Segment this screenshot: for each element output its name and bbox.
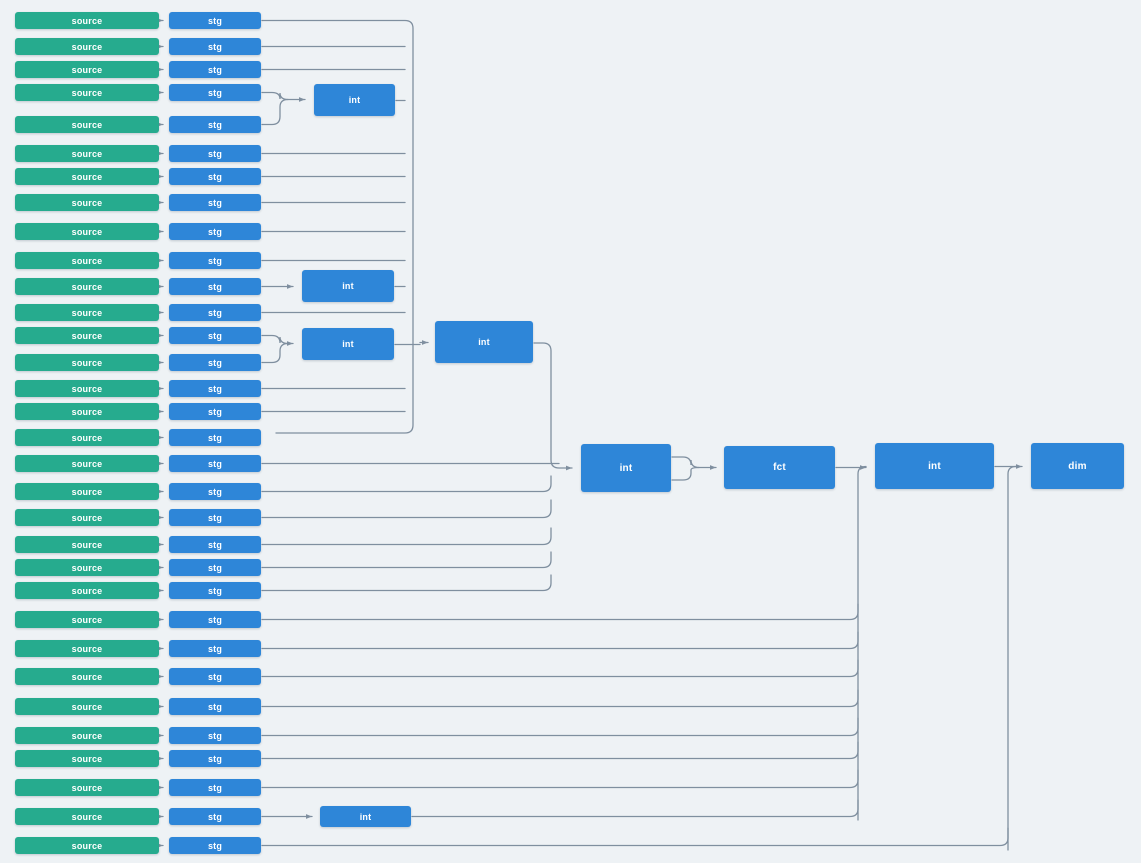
- stg-node-stg-11[interactable]: stg: [169, 278, 261, 295]
- source-node-source-6[interactable]: source: [15, 145, 159, 162]
- int-node-int-e[interactable]: int: [320, 806, 411, 827]
- stg-node-stg-10[interactable]: stg: [169, 252, 261, 269]
- source-node-source-12[interactable]: source: [15, 304, 159, 321]
- source-node-source-4[interactable]: source: [15, 84, 159, 101]
- edges-bus-3-to-int-g: [261, 465, 867, 821]
- stg-node-stg-27[interactable]: stg: [169, 698, 261, 715]
- stg-node-stg-29[interactable]: stg: [169, 750, 261, 767]
- source-node-source-5[interactable]: source: [15, 116, 159, 133]
- edges-bus-4-to-dim: [261, 464, 1023, 851]
- stg-node-stg-32[interactable]: stg: [169, 837, 261, 854]
- source-node-source-29[interactable]: source: [15, 750, 159, 767]
- stg-node-stg-8[interactable]: stg: [169, 194, 261, 211]
- source-node-source-31[interactable]: source: [15, 808, 159, 825]
- source-node-source-32[interactable]: source: [15, 837, 159, 854]
- stg-node-stg-31[interactable]: stg: [169, 808, 261, 825]
- stg-node-stg-28[interactable]: stg: [169, 727, 261, 744]
- source-node-source-24[interactable]: source: [15, 611, 159, 628]
- source-node-source-14[interactable]: source: [15, 354, 159, 371]
- source-node-source-11[interactable]: source: [15, 278, 159, 295]
- source-node-source-9[interactable]: source: [15, 223, 159, 240]
- stg-node-stg-26[interactable]: stg: [169, 668, 261, 685]
- stg-node-stg-24[interactable]: stg: [169, 611, 261, 628]
- stg-node-stg-5[interactable]: stg: [169, 116, 261, 133]
- stg-node-stg-17[interactable]: stg: [169, 429, 261, 446]
- fct-node-fct-1[interactable]: fct: [724, 446, 835, 489]
- source-node-source-23[interactable]: source: [15, 582, 159, 599]
- stg-node-stg-12[interactable]: stg: [169, 304, 261, 321]
- stg-node-stg-19[interactable]: stg: [169, 483, 261, 500]
- stg-node-stg-15[interactable]: stg: [169, 380, 261, 397]
- int-node-int-g[interactable]: int: [875, 443, 994, 489]
- source-node-source-10[interactable]: source: [15, 252, 159, 269]
- source-node-source-22[interactable]: source: [15, 559, 159, 576]
- source-node-source-27[interactable]: source: [15, 698, 159, 715]
- stg-node-stg-9[interactable]: stg: [169, 223, 261, 240]
- stg-node-stg-14[interactable]: stg: [169, 354, 261, 371]
- edges-stg-to-int-a: [261, 91, 429, 364]
- source-node-source-2[interactable]: source: [15, 38, 159, 55]
- edges-int-f-to-fct: [671, 456, 717, 481]
- source-node-source-7[interactable]: source: [15, 168, 159, 185]
- source-node-source-30[interactable]: source: [15, 779, 159, 796]
- source-node-source-19[interactable]: source: [15, 483, 159, 500]
- int-node-int-d[interactable]: int: [435, 321, 533, 363]
- source-node-source-16[interactable]: source: [15, 403, 159, 420]
- source-node-source-28[interactable]: source: [15, 727, 159, 744]
- edges-stg-to-bus-1: [261, 19, 421, 434]
- stg-node-stg-22[interactable]: stg: [169, 559, 261, 576]
- source-node-source-8[interactable]: source: [15, 194, 159, 211]
- source-node-source-25[interactable]: source: [15, 640, 159, 657]
- dim-node-dim-1[interactable]: dim: [1031, 443, 1124, 489]
- stg-node-stg-2[interactable]: stg: [169, 38, 261, 55]
- source-node-source-15[interactable]: source: [15, 380, 159, 397]
- int-node-int-f[interactable]: int: [581, 444, 671, 492]
- source-node-source-18[interactable]: source: [15, 455, 159, 472]
- stg-node-stg-21[interactable]: stg: [169, 536, 261, 553]
- stg-node-stg-7[interactable]: stg: [169, 168, 261, 185]
- stg-node-stg-30[interactable]: stg: [169, 779, 261, 796]
- int-node-int-c[interactable]: int: [302, 328, 394, 360]
- int-node-int-b[interactable]: int: [302, 270, 394, 302]
- stg-node-stg-20[interactable]: stg: [169, 509, 261, 526]
- stg-node-stg-25[interactable]: stg: [169, 640, 261, 657]
- source-node-source-21[interactable]: source: [15, 536, 159, 553]
- int-node-int-a[interactable]: int: [314, 84, 395, 116]
- source-node-source-17[interactable]: source: [15, 429, 159, 446]
- source-node-source-1[interactable]: source: [15, 12, 159, 29]
- stg-node-stg-13[interactable]: stg: [169, 327, 261, 344]
- source-node-source-26[interactable]: source: [15, 668, 159, 685]
- source-node-source-20[interactable]: source: [15, 509, 159, 526]
- stg-node-stg-3[interactable]: stg: [169, 61, 261, 78]
- stg-node-stg-23[interactable]: stg: [169, 582, 261, 599]
- source-node-source-13[interactable]: source: [15, 327, 159, 344]
- stg-node-stg-16[interactable]: stg: [169, 403, 261, 420]
- stg-node-stg-1[interactable]: stg: [169, 12, 261, 29]
- stg-node-stg-18[interactable]: stg: [169, 455, 261, 472]
- source-node-source-3[interactable]: source: [15, 61, 159, 78]
- stg-node-stg-4[interactable]: stg: [169, 84, 261, 101]
- edges-source-to-stg: [157, 18, 164, 848]
- stg-node-stg-6[interactable]: stg: [169, 145, 261, 162]
- edges-bus-2-to-int-f: [261, 342, 573, 592]
